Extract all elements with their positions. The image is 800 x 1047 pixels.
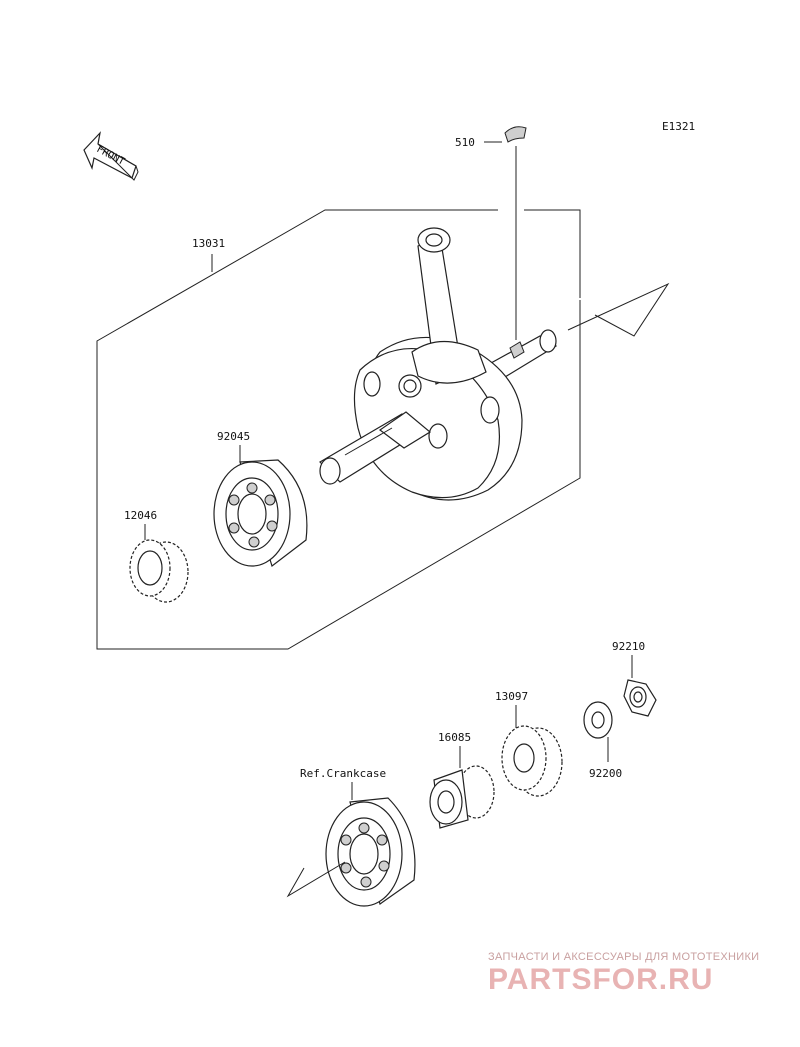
gear-16085 xyxy=(429,765,495,829)
key-510 xyxy=(504,126,527,143)
diagram-code: E1321 xyxy=(662,120,695,133)
label-92045: 92045 xyxy=(217,430,250,443)
assembly-box-outline xyxy=(96,209,581,650)
watermark-tagline: ЗАПЧАСТИ И АКСЕССУАРЫ ДЛЯ МОТОТЕХНИКИ xyxy=(488,951,760,963)
gear-13097 xyxy=(501,725,563,797)
label-13097: 13097 xyxy=(495,690,528,703)
label-92200: 92200 xyxy=(589,767,622,780)
sprocket-12046 xyxy=(129,539,189,603)
washer-92200 xyxy=(583,701,613,739)
label-13031: 13031 xyxy=(192,237,225,250)
label-ref-crankcase: Ref.Crankcase xyxy=(300,767,386,780)
watermark-logo: PARTSFOR.RU xyxy=(488,963,714,996)
label-510: 510 xyxy=(455,136,475,149)
shaft-centerline-arrow xyxy=(567,282,670,337)
front-arrow-icon: FRONT xyxy=(83,131,139,181)
ball-bearing-ref-crankcase xyxy=(325,797,416,907)
ball-bearing-92045 xyxy=(213,459,308,568)
crankshaft xyxy=(319,227,558,501)
label-16085: 16085 xyxy=(438,731,471,744)
nut-92210 xyxy=(623,679,657,717)
assembly-box-top-right xyxy=(524,209,581,298)
crankcase-centerline-arrow xyxy=(286,861,346,898)
label-92210: 92210 xyxy=(612,640,645,653)
label-12046: 12046 xyxy=(124,509,157,522)
